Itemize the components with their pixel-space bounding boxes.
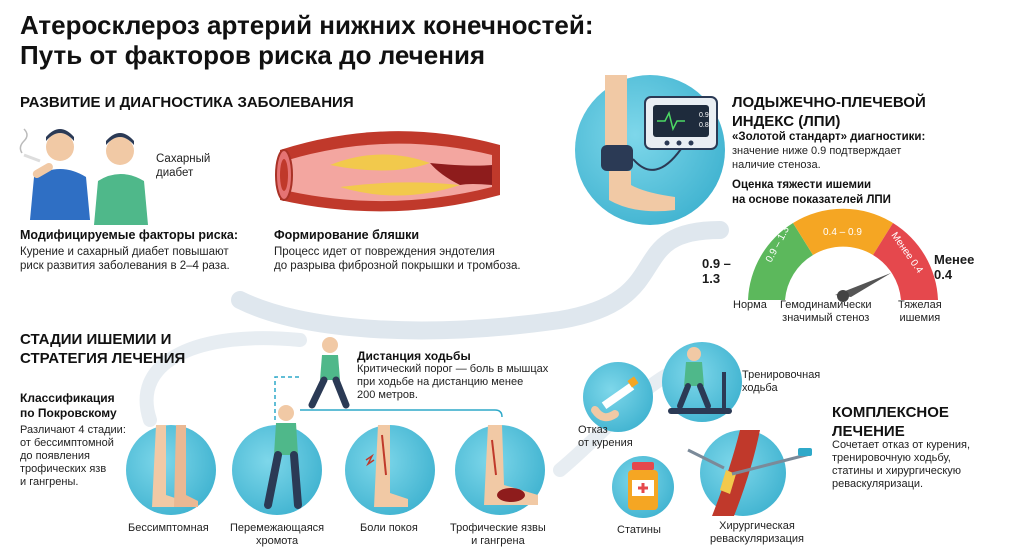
gauge-label-severe: Тяжелая ишемия xyxy=(898,299,942,324)
artery-plaque-illustration xyxy=(275,131,500,212)
abi-device-illustration: 0.9 0.8 xyxy=(601,75,718,212)
gauge-segment-moderate xyxy=(793,208,893,255)
broken-cigarette-icon xyxy=(591,376,639,422)
walking-person-illustration xyxy=(308,337,350,409)
stage-connector xyxy=(274,376,503,420)
gauge-hub xyxy=(837,290,849,302)
gauge-label-2: 0.4 – 0.9 xyxy=(823,227,862,238)
stage-4-label: Трофические язвы и гангрена xyxy=(450,522,546,547)
gauge-right-value: Менее 0.4 xyxy=(934,252,975,282)
plaque-title: Формирование бляшки xyxy=(274,228,420,242)
abi-heading: ЛОДЫЖЕЧНО-ПЛЕЧЕВОЙ ИНДЕКС (ЛПИ) xyxy=(732,94,926,130)
stage-legs-illustration xyxy=(152,405,538,509)
walking-training-label: Тренировочная ходьба xyxy=(742,369,821,394)
monitor-value-2: 0.8 xyxy=(699,122,709,129)
gauge-label-norm: Норма xyxy=(733,299,767,311)
diabetes-label: Сахарный диабет xyxy=(156,153,211,179)
title-line-1: Атеросклероз артерий нижних конечностей: xyxy=(20,10,594,40)
pill-bottle-icon xyxy=(628,462,658,510)
stages-heading: СТАДИИ ИШЕМИИ И СТРАТЕГИЯ ЛЕЧЕНИЯ xyxy=(20,331,186,367)
gauge-segment-normal xyxy=(748,223,813,300)
abi-gauge: 0.9 – 1.3 0.4 – 0.9 Менее 0.4 xyxy=(748,208,938,302)
gauge-needle xyxy=(835,273,891,297)
monitor-value-1: 0.9 xyxy=(699,112,709,119)
gauge-segment-severe xyxy=(873,223,938,300)
gauge-title: Оценка тяжести ишемии на основе показате… xyxy=(732,179,891,206)
gauge-left-value: 0.9 – 1.3 xyxy=(702,256,731,286)
stage-3-label: Боли покоя xyxy=(360,522,418,534)
gauge-label-mid: Гемодинамически значимый стеноз xyxy=(780,299,872,324)
walk-distance-title: Дистанция ходьбы xyxy=(357,349,471,363)
smoking-person-illustration xyxy=(19,128,148,225)
risk-factors-text: Курение и сахарный диабет повышают риск … xyxy=(20,246,230,272)
risk-factors-title: Модифицируемые факторы риска: xyxy=(20,228,239,242)
surgery-label: Хирургическая реваскуляризация xyxy=(710,520,804,545)
treatment-heading: КОМПЛЕКСНОЕ ЛЕЧЕНИЕ xyxy=(832,404,949,440)
page-title: Атеросклероз артерий нижних конечностей:… xyxy=(20,10,720,70)
classification-title: Классификация по Покровскому xyxy=(20,391,117,420)
walk-distance-text: Критический порог — боль в мышцах при хо… xyxy=(357,363,549,401)
abi-gold-text: значение ниже 0.9 подтверждает наличие с… xyxy=(732,145,902,171)
title-line-2: Путь от факторов риска до лечения xyxy=(20,40,486,70)
development-heading: РАЗВИТИЕ И ДИАГНОСТИКА ЗАБОЛЕВАНИЯ xyxy=(20,94,354,111)
smoking-cessation-label: Отказ от курения xyxy=(578,424,633,449)
treatment-text: Сочетает отказ от курения, тренировочную… xyxy=(832,439,970,490)
classification-text: Различают 4 стадии: от бессимптомной до … xyxy=(20,424,126,488)
treadmill-icon xyxy=(668,347,732,414)
statins-label: Статины xyxy=(617,524,661,536)
stage-2-label: Перемежающаяся хромота xyxy=(230,522,325,547)
stage-1-label: Бессимптомная xyxy=(128,522,209,534)
plaque-text: Процесс идет от повреждения эндотелия до… xyxy=(274,246,521,272)
abi-gold-title: «Золотой стандарт» диагностики: xyxy=(732,131,926,143)
stent-catheter-icon xyxy=(687,430,812,516)
